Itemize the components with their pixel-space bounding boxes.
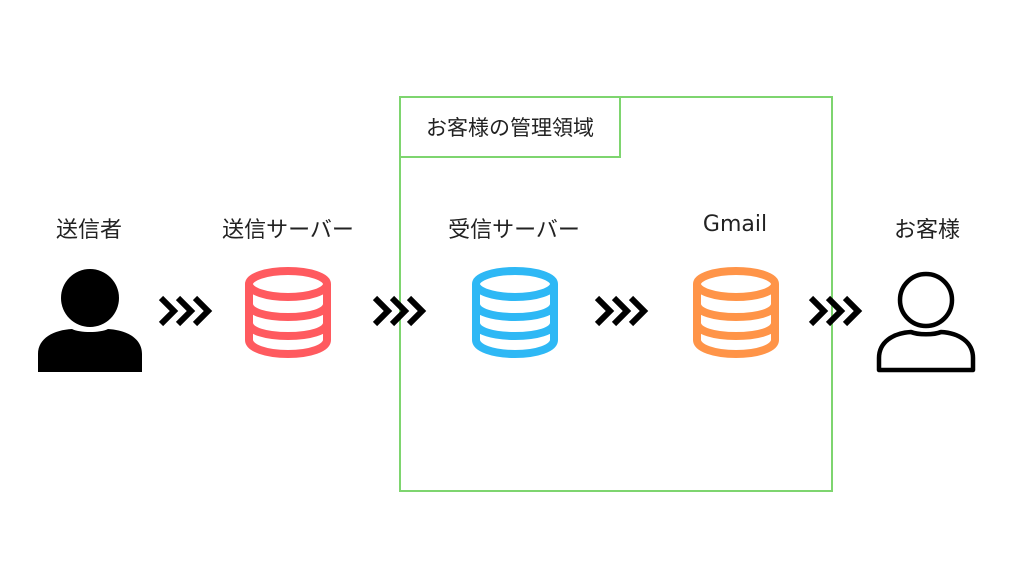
triple-chevron-right-icon (594, 295, 649, 327)
database-icon (693, 267, 779, 358)
triple-chevron-right-icon (372, 295, 427, 327)
gmail-label: Gmail (702, 212, 768, 237)
database-icon (245, 267, 331, 358)
triple-chevron-right-icon (808, 295, 863, 327)
sending-server-label: 送信サーバー (222, 218, 354, 243)
customer-label: お客様 (893, 218, 960, 243)
person-filled-icon (38, 269, 142, 372)
sender-label: 送信者 (55, 218, 122, 243)
receiving-server-label: 受信サーバー (448, 218, 580, 243)
triple-chevron-right-icon (158, 295, 213, 327)
person-outline-icon (876, 271, 976, 373)
management-region-label: お客様の管理領域 (399, 96, 621, 158)
database-icon (472, 267, 558, 358)
